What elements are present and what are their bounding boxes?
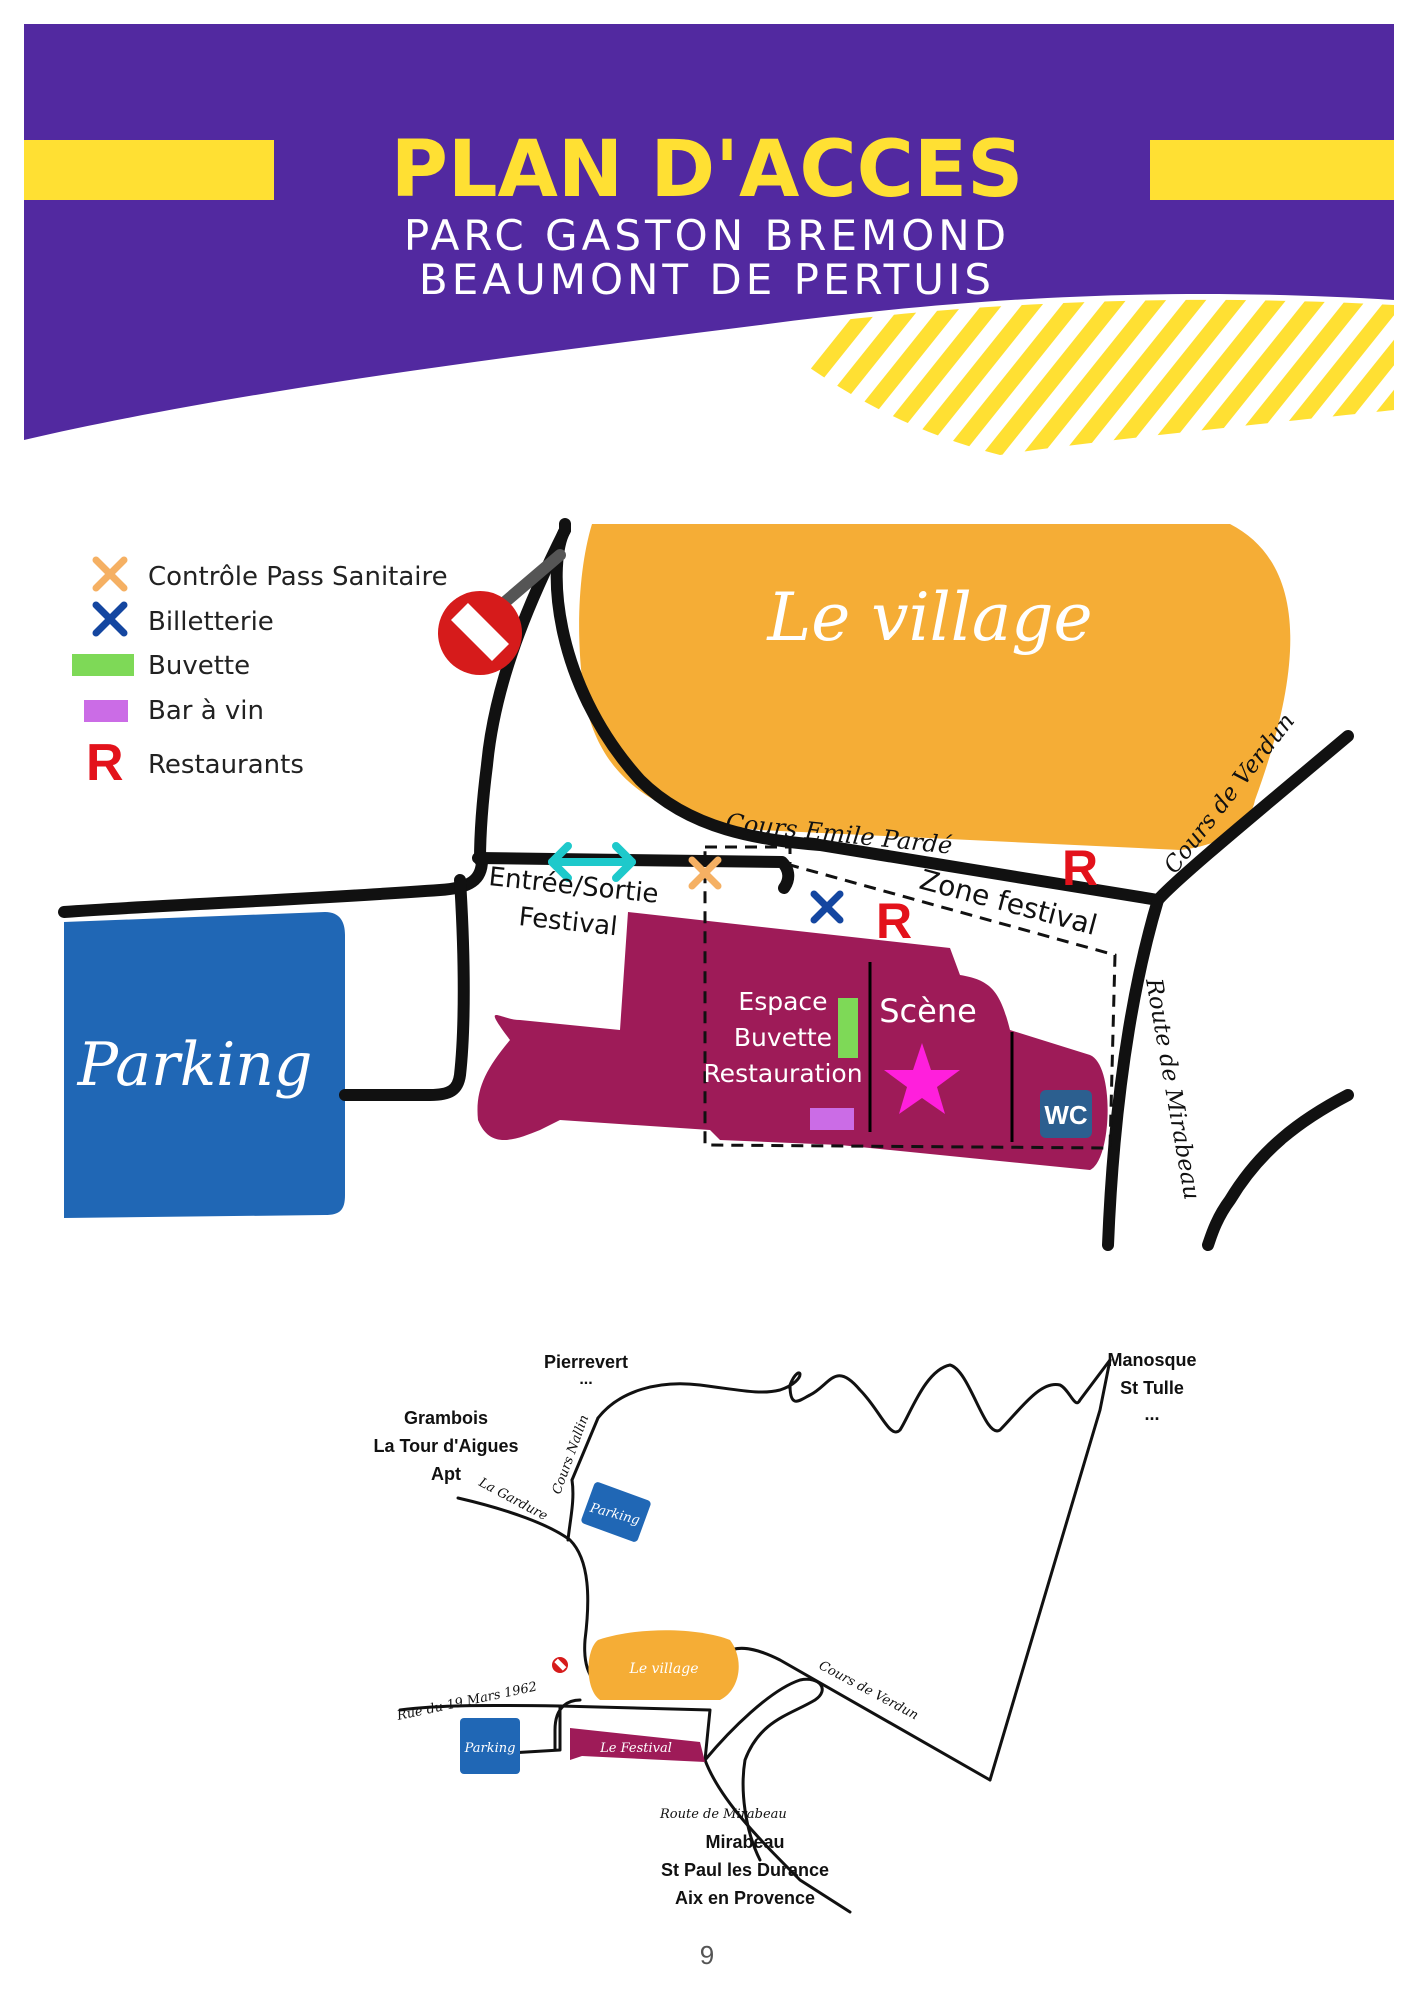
stage-star-icon [884, 1043, 960, 1114]
road-route-de-mirabeau [1102, 894, 1164, 1251]
header-right-stripe [1150, 140, 1394, 200]
overview-parking-north [581, 1482, 651, 1542]
festival-area [477, 912, 1108, 1170]
no-entry-icon [438, 549, 566, 675]
overview-road-manosque [988, 1358, 1112, 1782]
header-banner: PLAN D'ACCES PARC GASTON BREMOND BEAUMON… [24, 24, 1394, 455]
overview-label-pierrevert-more: ... [579, 1371, 592, 1388]
overview-label-ne-more: ... [1144, 1404, 1159, 1424]
overview-label-st-tulle: St Tulle [1120, 1378, 1184, 1398]
page-subtitle-line1: PARC GASTON BREMOND [404, 211, 1010, 260]
espace-label-1: Espace [738, 987, 827, 1016]
street-label-route-de-mirabeau: Route de Mirabeau [1140, 976, 1205, 1202]
zone-festival-boundary [703, 845, 1117, 1150]
overview-street-cours-nallin: Cours Nallin [550, 1413, 593, 1496]
parking-area [64, 912, 345, 1218]
buvette-marker [838, 998, 858, 1058]
header-left-stripe [24, 140, 274, 200]
village-area [579, 524, 1291, 850]
bar-a-vin-marker [810, 1108, 854, 1130]
road-cours-de-verdun [1152, 730, 1354, 906]
legend-label-restaurants: Restaurants [148, 750, 304, 780]
roads [58, 518, 1354, 1251]
espace-label-2: Buvette [734, 1023, 832, 1052]
overview-street-la-gardure: La Gardure [475, 1475, 550, 1524]
overview-festival [570, 1728, 705, 1762]
page-title: PLAN D'ACCES [391, 125, 1024, 215]
overview-no-entry-icon [552, 1657, 568, 1673]
wc-icon [1040, 1090, 1092, 1138]
overview-parking-south-label: Parking [464, 1741, 516, 1756]
page-number: 9 [699, 1940, 715, 1970]
overview-label-apt: Apt [431, 1464, 461, 1484]
restaurant-marker-2: R [1062, 840, 1098, 896]
legend-label-controle: Contrôle Pass Sanitaire [148, 562, 448, 592]
billetterie-marker-icon [810, 890, 844, 924]
entree-sortie-label-1: Entrée/Sortie [487, 862, 660, 910]
wc-label: WC [1044, 1100, 1088, 1130]
village-label: Le village [766, 579, 1092, 656]
legend: Contrôle Pass Sanitaire Billetterie Buve… [72, 556, 448, 792]
overview-label-manosque: Manosque [1107, 1350, 1196, 1370]
overview-road-west-loop [553, 1698, 582, 1752]
detail-map: Le village Parking [58, 518, 1354, 1251]
buvette-swatch [72, 654, 134, 676]
overview-label-tour-daigues: La Tour d'Aigues [374, 1436, 519, 1456]
overview-parking-south [460, 1718, 520, 1774]
overview-festival-label: Le Festival [599, 1741, 672, 1756]
road-cours-emile-parde [550, 524, 1164, 906]
overview-village-label: Le village [629, 1661, 699, 1677]
legend-label-billetterie: Billetterie [148, 607, 274, 637]
overview-road-north-winding [596, 1363, 1082, 1434]
overview-label-pierrevert: Pierrevert [544, 1352, 628, 1372]
road-entrance [472, 852, 795, 894]
blue-cross-icon [92, 601, 128, 637]
pass-sanitaire-marker-icon [688, 856, 722, 890]
overview-street-19-mars: Rue du 19 Mars 1962 [395, 1680, 539, 1725]
parking-label: Parking [77, 1030, 313, 1100]
road-parking-link [339, 874, 470, 1101]
restaurant-marker-1: R [876, 893, 912, 949]
overview-road-19-mars [398, 1703, 562, 1712]
overview-label-st-paul: St Paul les Durance [661, 1860, 829, 1880]
bar-a-vin-swatch [84, 700, 128, 722]
entrance-exit-arrow-icon [548, 842, 636, 882]
entree-sortie-label-2: Festival [517, 902, 619, 942]
road-east-curve [1202, 1089, 1354, 1251]
overview-map: Parking Parking Le village Le Festival P… [374, 1350, 1197, 1914]
legend-label-buvette: Buvette [148, 651, 250, 681]
scene-label: Scène [879, 992, 977, 1030]
restaurant-r-icon: R [86, 734, 124, 792]
overview-road-loop [703, 1677, 824, 1862]
overview-road-cours-nallin [570, 1416, 600, 1482]
orange-cross-icon [92, 556, 128, 592]
legend-label-bar-a-vin: Bar à vin [148, 696, 264, 726]
overview-village [588, 1630, 739, 1700]
overview-label-aix: Aix en Provence [675, 1888, 815, 1908]
road-left-branch [474, 524, 571, 866]
overview-label-grambois: Grambois [404, 1408, 488, 1428]
page-subtitle-line2: BEAUMONT DE PERTUIS [419, 255, 995, 304]
espace-label-3: Restauration [703, 1059, 862, 1088]
road-west [58, 854, 488, 918]
overview-label-mirabeau: Mirabeau [705, 1832, 784, 1852]
overview-street-route-de-mirabeau: Route de Mirabeau [659, 1807, 787, 1822]
